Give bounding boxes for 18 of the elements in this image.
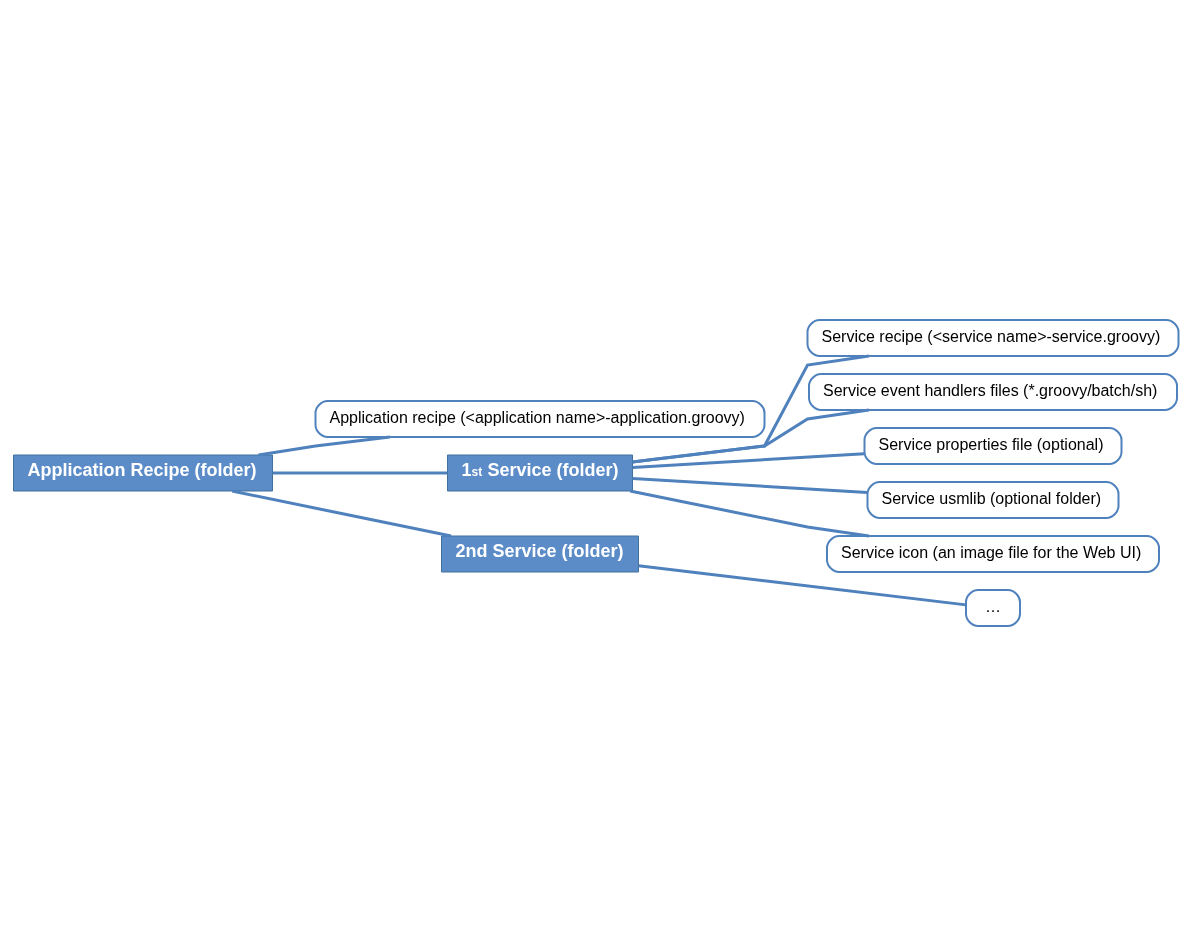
node-box: …	[965, 589, 1021, 627]
connector	[629, 489, 870, 538]
node-box: Service properties file (optional)	[863, 427, 1123, 465]
node-box: Service icon (an image file for the Web UI)	[826, 535, 1160, 573]
node-box: Application Recipe (folder)	[13, 454, 273, 492]
node-box: Service usmlib (optional folder)	[866, 481, 1120, 519]
node-box: Service recipe (<service name>-service.groovy)	[806, 319, 1180, 357]
node-box: Application recipe (<application name>-application.groovy)	[314, 400, 766, 438]
connector	[632, 452, 865, 469]
node-box: 2nd Service (folder)	[441, 535, 639, 573]
connector	[632, 408, 870, 464]
connector	[272, 471, 448, 475]
connector	[231, 489, 452, 538]
connector	[638, 564, 967, 607]
connector	[258, 435, 391, 457]
node-box: Service event handlers files (*.groovy/batch/sh)	[808, 373, 1178, 411]
connector	[632, 477, 868, 495]
node-box: 1st Service (folder)	[447, 454, 633, 492]
